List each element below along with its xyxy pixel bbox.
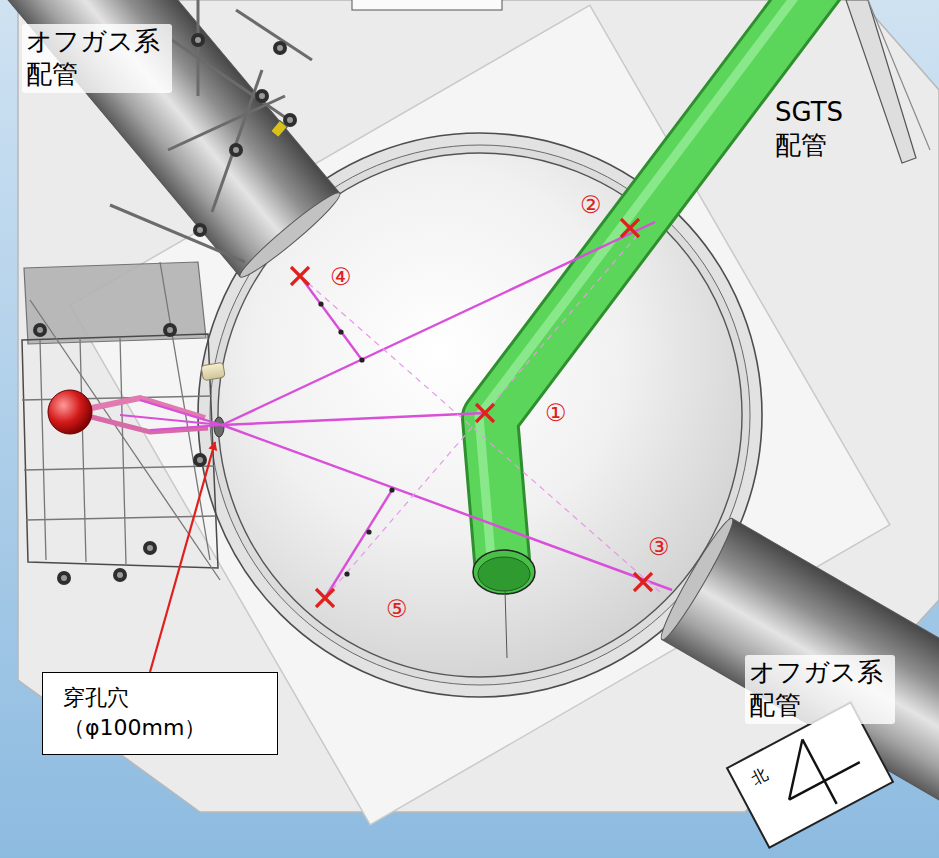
frame-bar — [40, 340, 46, 560]
offgas-pipe — [655, 514, 939, 849]
pipe-clamp — [191, 33, 205, 47]
frame-bar — [24, 466, 214, 470]
scaffold-bar — [110, 205, 245, 262]
scaffold-bar — [168, 96, 285, 150]
pipe-clamp-bolt — [287, 117, 293, 123]
callout-number: ③ — [648, 532, 670, 563]
pipe-end — [235, 187, 345, 283]
clamp-yellow — [271, 120, 288, 137]
scaffold-bar — [236, 10, 312, 60]
frame-clamp — [163, 323, 177, 337]
point-mark — [316, 589, 334, 607]
frame-clamp — [193, 453, 207, 467]
callout-number: ④ — [330, 262, 352, 293]
frame-clamp-bolt — [147, 545, 153, 551]
top-fixture — [352, 0, 502, 10]
frame-bar — [30, 300, 220, 580]
measure-dot — [366, 529, 371, 534]
sgts-pipe — [490, 0, 820, 572]
bore-hole — [214, 417, 224, 437]
point-mark — [291, 267, 309, 285]
measure-dot — [318, 301, 323, 306]
point-mark — [634, 573, 652, 591]
callout-number: ② — [580, 190, 602, 221]
pipe-label: オフガス系 配管 — [22, 24, 172, 93]
north-marker — [727, 702, 893, 847]
pipe-clamp — [229, 143, 243, 157]
guide-dashed-line — [300, 276, 660, 592]
point-mark — [621, 219, 639, 237]
frame-clamp-bolt — [117, 572, 123, 578]
pipe-clamp-bolt — [259, 93, 265, 99]
scaffold-bar — [197, 0, 200, 96]
sgts-pipe-highlight — [479, 0, 809, 570]
nozzle — [201, 362, 225, 381]
callout-number: ① — [545, 398, 567, 429]
measure-dot — [359, 357, 364, 362]
pipe-clamp-bolt — [233, 147, 239, 153]
handrail — [846, 0, 916, 163]
point-mark — [476, 404, 494, 422]
point-mark — [634, 573, 652, 591]
measure-line — [325, 490, 392, 598]
pipe-clamp — [193, 223, 207, 237]
frame-clamp — [57, 571, 71, 585]
frame-clamp-bolt — [61, 575, 67, 581]
north-arrow — [802, 739, 836, 803]
reference-line — [505, 590, 507, 658]
point-mark — [316, 589, 334, 607]
north-marker-plate — [727, 702, 893, 847]
frame-clamp-bolt — [37, 327, 43, 333]
drill-unit — [48, 390, 92, 434]
sgts-pipe-edge — [490, 0, 820, 572]
pipe-clamp-bolt — [195, 37, 201, 43]
pipe-clamp-bolt — [277, 45, 283, 51]
measure-line — [222, 413, 485, 425]
pipe-clamp — [255, 89, 269, 103]
frame-bar — [26, 516, 216, 520]
measure-dot — [344, 571, 349, 576]
sight-line — [150, 425, 222, 430]
frame-bar — [80, 338, 86, 562]
frame-clamp-bolt — [167, 327, 173, 333]
handrail-line — [868, 0, 930, 150]
sight-line — [120, 415, 222, 425]
sgts-pipe-opening — [473, 550, 535, 594]
frame-clamp — [143, 541, 157, 555]
callout-box: 穿孔穴 （φ100mm） — [42, 672, 278, 755]
pipe-label: SGTS 配管 — [775, 96, 875, 163]
scaffold-bar — [172, 40, 292, 122]
scaffold-bar — [212, 70, 262, 212]
point-mark — [291, 267, 309, 285]
frame-clamp — [33, 323, 47, 337]
frame-clamp-bolt — [197, 457, 203, 463]
pipe-clamp — [273, 41, 287, 55]
guide-dashed-line — [325, 232, 640, 598]
pipe-label: オフガス系 配管 — [745, 655, 895, 724]
measure-line — [222, 222, 655, 425]
measure-dot — [389, 487, 394, 492]
callout-leader — [150, 442, 215, 672]
offgas-pipe — [0, 0, 345, 283]
point-mark — [476, 404, 494, 422]
north-arrow — [767, 739, 824, 799]
point-mark — [621, 219, 639, 237]
callout-number: ⑤ — [386, 594, 408, 625]
north-arrow — [789, 762, 860, 800]
measure-dot — [338, 329, 343, 334]
sgts-pipe-inner — [478, 557, 530, 591]
pipe-clamp-bolt — [197, 227, 203, 233]
frame-clamp — [113, 568, 127, 582]
measure-line — [222, 425, 672, 590]
callout-text: 穿孔穴 （φ100mm） — [63, 683, 233, 742]
frame-bar — [120, 337, 126, 564]
